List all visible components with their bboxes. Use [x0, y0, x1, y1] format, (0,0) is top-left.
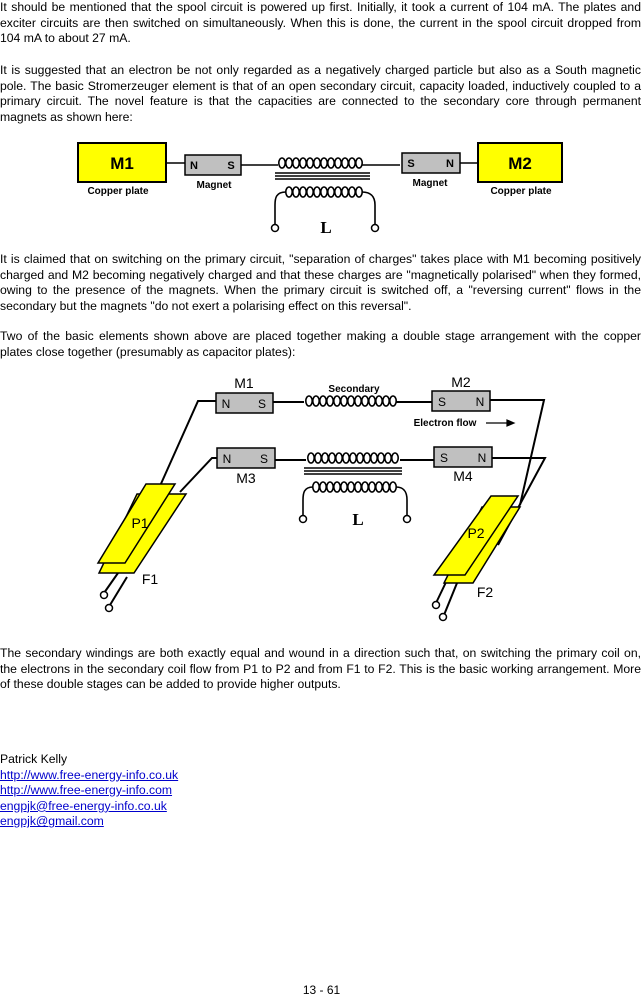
- magnet-m2-s: S: [438, 395, 446, 409]
- electron-flow-arrow: [486, 419, 516, 427]
- label-m4: M4: [453, 468, 473, 484]
- primary-terminal-left: [270, 223, 280, 233]
- magnet-m1: [215, 392, 274, 414]
- magnet-m2: [431, 390, 491, 412]
- label-electron-flow: Electron flow: [414, 418, 477, 429]
- transformer-core: [275, 172, 370, 180]
- copper-plate-m2: [477, 142, 563, 183]
- paragraph-double-stage: Two of the basic elements shown above ar…: [0, 329, 641, 359]
- paragraph-spool-current: It should be mentioned that the spool ci…: [0, 0, 641, 46]
- primary-terminal-right: [370, 223, 380, 233]
- website-link-com[interactable]: http://www.free-energy-info.com: [0, 783, 173, 798]
- label-m2: M2: [508, 154, 532, 173]
- label-f2: F2: [477, 584, 494, 600]
- label-secondary: Secondary: [328, 384, 380, 395]
- magnet-m3: [216, 447, 276, 469]
- label-magnet-left: Magnet: [197, 180, 233, 191]
- page-number: 13 - 61: [302, 983, 341, 997]
- magnet-m2-n: N: [476, 395, 485, 409]
- secondary-coil: [304, 395, 397, 407]
- paragraph-charge-separation: It is claimed that on switching on the p…: [0, 252, 641, 313]
- email-link-primary[interactable]: engpjk@free-energy-info.co.uk: [0, 798, 167, 813]
- magnet-right-s: S: [407, 158, 414, 170]
- magnet-m4-n: N: [478, 451, 487, 465]
- magnet-left-s: S: [227, 160, 234, 172]
- primary-coil: [274, 186, 376, 225]
- plate-p1: [96, 483, 177, 564]
- primary-coil: [302, 481, 408, 516]
- magnet-m3-n: N: [223, 452, 232, 466]
- transformer-core: [304, 467, 402, 475]
- magnet-m1-s: S: [258, 397, 266, 411]
- plate-p2: [432, 495, 520, 576]
- lower-secondary-coil: [306, 452, 399, 464]
- paragraph-secondary-windings: The secondary windings are both exactly …: [0, 646, 641, 692]
- author-name: Patrick Kelly: [0, 752, 68, 766]
- label-coil-l: L: [320, 218, 331, 237]
- secondary-coil: [277, 157, 363, 169]
- label-coil-l: L: [352, 510, 363, 529]
- label-copper-plate-right: Copper plate: [490, 186, 552, 197]
- magnet-m3-s: S: [260, 452, 268, 466]
- magnet-m4-s: S: [440, 451, 448, 465]
- label-m3: M3: [236, 470, 256, 486]
- primary-terminal-right: [402, 514, 412, 524]
- terminal-f1-a: [99, 590, 109, 600]
- website-link-uk[interactable]: http://www.free-energy-info.co.uk: [0, 767, 179, 782]
- terminal-f2-b: [438, 612, 448, 622]
- terminal-f2-a: [431, 600, 441, 610]
- label-p1: P1: [131, 515, 148, 531]
- label-copper-plate-left: Copper plate: [87, 186, 149, 197]
- label-m1: M1: [234, 375, 254, 391]
- label-m2: M2: [451, 374, 471, 390]
- label-magnet-right: Magnet: [413, 178, 449, 189]
- label-m1: M1: [110, 154, 134, 173]
- label-f1: F1: [142, 571, 159, 587]
- magnet-m4: [433, 446, 493, 468]
- magnet-right-n: N: [446, 158, 454, 170]
- magnet-m1-n: N: [222, 397, 231, 411]
- label-p2: P2: [467, 525, 484, 541]
- copper-plate-m1: [77, 142, 167, 183]
- magnet-left-n: N: [190, 160, 198, 172]
- email-link-gmail[interactable]: engpjk@gmail.com: [0, 814, 104, 829]
- contact-block: Patrick Kelly http://www.free-energy-inf…: [0, 752, 400, 830]
- terminal-f1-b: [104, 603, 114, 613]
- primary-terminal-left: [298, 514, 308, 524]
- paragraph-electron-pole: It is suggested that an electron be not …: [0, 63, 641, 124]
